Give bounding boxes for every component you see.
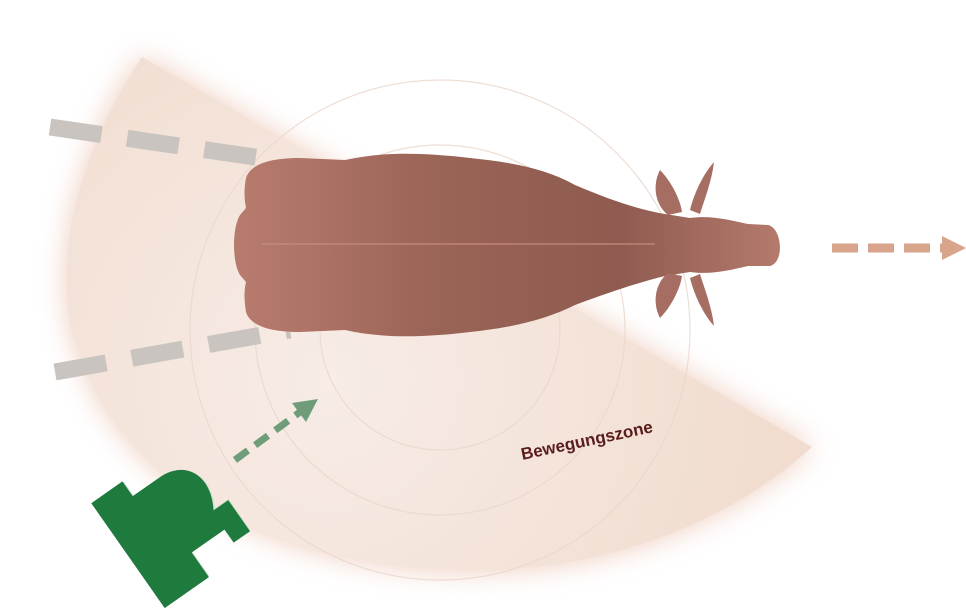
cow-top-view	[234, 154, 780, 337]
cow-direction-arrow	[832, 236, 966, 260]
cow-ear-left	[656, 170, 682, 215]
cow-ear-right	[656, 273, 682, 318]
cow-horn-right	[690, 274, 714, 326]
cow-horn-left	[690, 162, 714, 214]
